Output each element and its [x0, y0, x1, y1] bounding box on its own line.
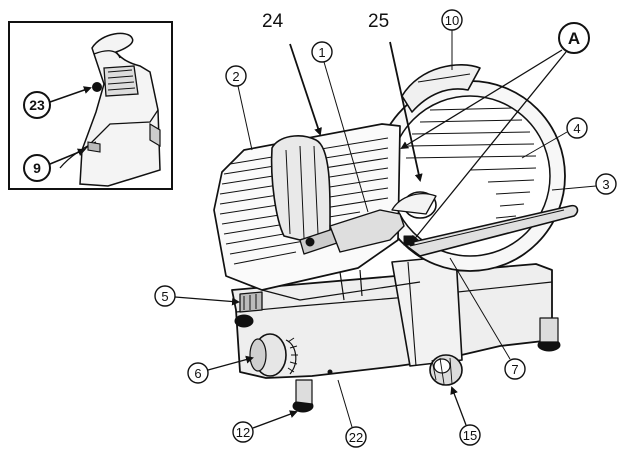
callout-15-label: 15	[463, 428, 477, 443]
callout-4-circle	[566, 117, 588, 139]
callout-3-circle	[595, 173, 617, 195]
callout-9-label: 9	[33, 160, 41, 176]
slide-arm	[329, 209, 405, 253]
callout-A-circle	[558, 22, 590, 54]
callout-22-label: 22	[349, 430, 363, 445]
callout-12-circle	[232, 421, 254, 443]
callout-24-label: 24	[262, 11, 284, 32]
callout-7-circle	[504, 358, 526, 380]
callout-25-label: 25	[368, 11, 389, 32]
callout-4-label: 4	[573, 121, 580, 136]
callout-23-label: 23	[29, 97, 45, 113]
callout-5-circle	[154, 285, 176, 307]
callout-15-circle	[459, 424, 481, 446]
callout-2-label: 2	[232, 69, 239, 84]
callout-2-circle	[225, 65, 247, 87]
callout-22-circle	[345, 426, 367, 448]
inset-detail: 23 9	[8, 21, 173, 190]
meat-pusher	[270, 135, 331, 241]
callout-7-label: 7	[511, 362, 518, 377]
callout-6-circle	[187, 362, 209, 384]
callout-A-label: A	[568, 29, 580, 48]
slicer-machine	[213, 64, 579, 413]
callout-23-circle	[23, 91, 51, 119]
callout-9-circle	[23, 154, 51, 182]
callout-3-label: 3	[602, 177, 609, 192]
callout-6-label: 6	[194, 366, 201, 381]
callout-1-label: 1	[318, 45, 325, 60]
callout-1-circle	[311, 41, 333, 63]
callout-10-label: 10	[445, 13, 459, 28]
foot-left-rear	[234, 314, 254, 328]
callouts: 24 25 A 1 2 10 4 3 5	[154, 9, 617, 448]
gauge-plate-handle	[403, 204, 579, 257]
blade-cover-handle	[401, 64, 481, 113]
callout-5-label: 5	[161, 289, 168, 304]
sharpener-knob-top	[239, 291, 263, 313]
callout-12-label: 12	[236, 425, 250, 440]
